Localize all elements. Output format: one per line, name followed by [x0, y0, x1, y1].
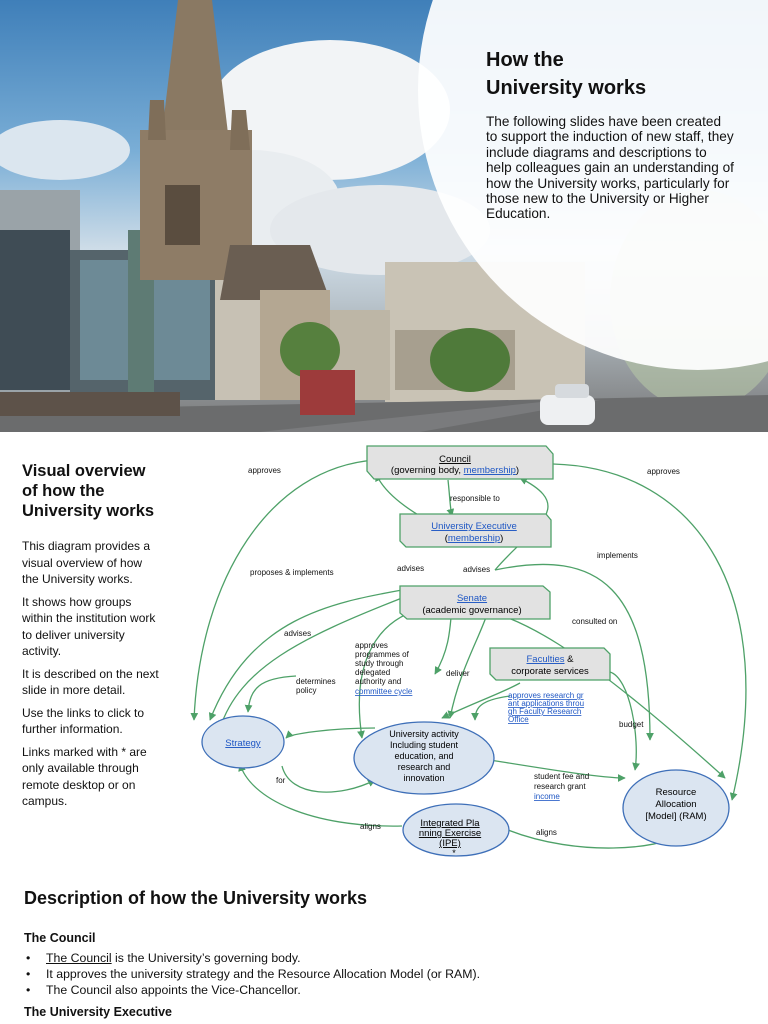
label-aligns: aligns — [360, 822, 381, 831]
university-executive-subtitle: (membership) — [445, 533, 504, 544]
label-approves-programmes: approves — [355, 641, 388, 650]
activity-line: research and — [398, 762, 451, 772]
executive-heading: The University Executive — [24, 1005, 172, 1019]
overview-title: Visual overview of how the University wo… — [22, 461, 154, 521]
label-approves-programmes: authority and — [355, 677, 401, 686]
ipe-node: Integrated Pla nning Exercise (IPE) * — [402, 803, 510, 858]
label-determines: determines — [296, 677, 336, 686]
label-responsible-to: responsible to — [450, 494, 500, 503]
list-item-text: is the University’s governing body. — [111, 951, 301, 965]
senate-link[interactable]: Senate — [457, 593, 487, 604]
research-grant-link[interactable]: approves research gr — [508, 691, 584, 700]
label-aligns: aligns — [536, 828, 557, 837]
label-deliver: deliver — [446, 669, 470, 678]
overview-description: This diagram provides a visual overview … — [22, 538, 162, 816]
label-advises: advises — [397, 564, 424, 573]
hero-title-line: University works — [486, 77, 647, 99]
overview-paragraph: Links marked with * are only available t… — [22, 744, 147, 809]
diagram-labels: approves approves responsible to propose… — [248, 466, 680, 837]
resource-line: [Model] (RAM) — [645, 811, 706, 822]
ipe-link-line[interactable]: (IPE) — [439, 838, 461, 849]
activity-line: University activity — [389, 729, 459, 739]
label-for: for — [276, 776, 286, 785]
hero-intro-text: The following slides have been created t… — [486, 114, 734, 222]
council-subtitle: (governing body, membership) — [391, 465, 519, 476]
university-activity-node: University activity Including student ed… — [353, 721, 495, 795]
research-grant-link-line[interactable]: Office — [508, 715, 529, 724]
label-approves-programmes: programmes of — [355, 650, 410, 659]
faculties-node: Faculties & corporate services — [489, 647, 611, 681]
label-determines: policy — [296, 686, 316, 695]
ipe-star: * — [452, 848, 456, 858]
resource-line: Allocation — [655, 799, 696, 810]
label-student-fee: student fee and — [534, 772, 589, 781]
senate-subtitle: (academic governance) — [422, 605, 521, 616]
label-student-fee: research grant — [534, 782, 586, 791]
council-link[interactable]: Council — [439, 454, 471, 465]
label-budget: budget — [619, 720, 644, 729]
research-grant-link-line[interactable]: ant applications throu — [508, 699, 584, 708]
strategy-node: Strategy — [201, 715, 285, 769]
activity-line: education, and — [394, 751, 453, 761]
council-node: Council (governing body, membership) — [366, 445, 554, 480]
activity-line: Including student — [390, 740, 459, 750]
ipe-link[interactable]: Integrated Pla — [420, 818, 480, 829]
hero-banner: How the University works The following s… — [0, 0, 768, 432]
campus-street-photo — [0, 0, 768, 432]
overview-paragraph: It shows how groups within the instituti… — [22, 594, 156, 659]
overview-paragraph: This diagram provides a visual overview … — [22, 539, 151, 586]
income-link[interactable]: income — [534, 792, 560, 801]
description-title: Description of how the University works — [24, 888, 368, 908]
research-grant-link-line[interactable]: gh Faculty Research — [508, 707, 581, 716]
overview-paragraph: It is described on the next slide in mor… — [22, 666, 159, 698]
hero-title: How the University works — [486, 46, 646, 102]
governance-diagram: Council (governing body, membership) Uni… — [190, 445, 747, 858]
overview-title-line: University works — [22, 502, 155, 520]
council-link[interactable]: The Council — [46, 951, 112, 965]
label-approves: approves — [647, 467, 680, 476]
overview-paragraph: Use the links to click to further inform… — [22, 705, 145, 737]
label-proposes-implements: proposes & implements — [250, 568, 334, 577]
senate-node: Senate (academic governance) — [399, 585, 551, 620]
ipe-link-line[interactable]: nning Exercise — [419, 828, 481, 839]
label-advises: advises — [463, 565, 490, 574]
committee-cycle-link[interactable]: committee cycle — [355, 687, 413, 696]
label-consulted-on: consulted on — [572, 617, 617, 626]
resource-allocation-node: Resource Allocation [Model] (RAM) — [622, 769, 730, 847]
university-executive-node: University Executive (membership) — [399, 513, 552, 548]
council-heading: The Council — [24, 931, 96, 945]
resource-line: Resource — [656, 787, 697, 798]
faculties-link[interactable]: Faculties — [527, 654, 565, 665]
university-executive-link[interactable]: University Executive — [431, 521, 517, 532]
label-approves: approves — [248, 466, 281, 475]
label-implements: implements — [597, 551, 638, 560]
council-list: The Council is the University’s governin… — [24, 950, 480, 998]
council-membership-link[interactable]: membership — [464, 465, 516, 476]
strategy-link[interactable]: Strategy — [225, 738, 261, 749]
label-approves-programmes: study through — [355, 659, 403, 668]
list-item: The Council also appoints the Vice-Chanc… — [24, 982, 480, 998]
overview-title-line: of how the — [22, 482, 105, 500]
executive-membership-link[interactable]: membership — [448, 533, 500, 544]
overview-title-line: Visual overview — [22, 462, 146, 480]
list-item: The Council is the University’s governin… — [24, 950, 480, 966]
hero-title-line: How the — [486, 49, 564, 71]
label-approves-programmes: delegated — [355, 668, 390, 677]
faculties-subtitle: corporate services — [511, 666, 589, 677]
activity-line: innovation — [403, 773, 444, 783]
label-advises: advises — [284, 629, 311, 638]
faculties-title: Faculties & — [527, 654, 575, 665]
list-item: It approves the university strategy and … — [24, 966, 480, 982]
